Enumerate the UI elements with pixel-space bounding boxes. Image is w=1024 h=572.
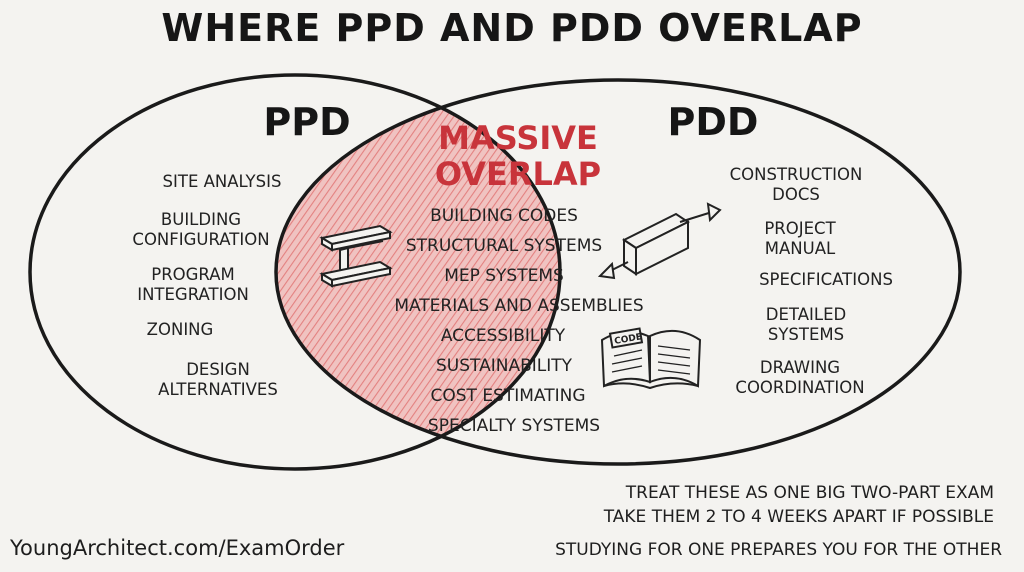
overlap-region — [276, 80, 560, 464]
ppd-item: ZONING — [146, 320, 214, 339]
credit-url: YoungArchitect.com/ExamOrder — [10, 536, 345, 560]
code-book-label: CODE — [614, 332, 643, 347]
overlap-item: MEP SYSTEMS — [444, 266, 564, 286]
ppd-item: DESIGN ALTERNATIVES — [158, 360, 278, 399]
pdd-item: DETAILED SYSTEMS — [765, 305, 847, 344]
ppd-item: SITE ANALYSIS — [162, 172, 282, 191]
pdd-circle — [274, 78, 962, 466]
overlap-item: SPECIALTY SYSTEMS — [427, 416, 601, 436]
pdd-item: SPECIFICATIONS — [759, 270, 893, 289]
exam-note: TREAT THESE AS ONE BIG TWO-PART EXAM — [625, 483, 994, 503]
ppd-item: PROGRAM INTEGRATION — [137, 265, 249, 304]
overlap-item: SUSTAINABILITY — [435, 356, 573, 376]
overlap-item: STRUCTURAL SYSTEMS — [405, 236, 603, 256]
ppd-item: BUILDING CONFIGURATION — [132, 210, 270, 249]
pdd-item: CONSTRUCTION DOCS — [729, 165, 863, 204]
page-title: WHERE PPD AND PDD OVERLAP — [161, 6, 863, 50]
overlap-item: BUILDING CODES — [430, 206, 578, 226]
pdd-item: PROJECT MANUAL — [764, 219, 836, 258]
duct-airflow-icon — [597, 202, 722, 280]
ppd-circle — [28, 73, 562, 471]
exam-note: TAKE THEM 2 TO 4 WEEKS APART IF POSSIBLE — [603, 507, 994, 527]
steel-i-beam-icon — [319, 224, 393, 288]
pdd-heading: PDD — [667, 100, 759, 144]
exam-note: STUDYING FOR ONE PREPARES YOU FOR THE OT… — [555, 540, 1002, 560]
overlap-heading: MASSIVE OVERLAP — [434, 119, 602, 193]
overlap-item: MATERIALS AND ASSEMBLIES — [394, 296, 644, 316]
overlap-item: COST ESTIMATING — [430, 386, 586, 406]
code-book-icon — [600, 327, 702, 390]
ppd-heading: PPD — [263, 100, 351, 144]
pdd-item: DRAWING COORDINATION — [735, 358, 865, 397]
overlap-item: ACCESSIBILITY — [440, 326, 566, 346]
